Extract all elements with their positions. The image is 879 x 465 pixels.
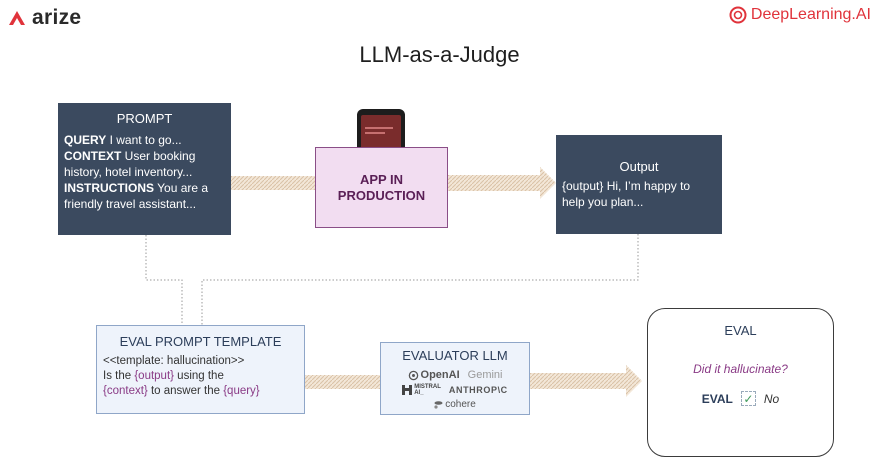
- template-text: using the: [173, 370, 224, 382]
- template-output-var: {output}: [134, 370, 174, 382]
- check-icon: ✓: [740, 391, 756, 406]
- output-title: Output: [619, 159, 659, 174]
- prompt-instructions-line: INSTRUCTIONS You are a friendly travel a…: [64, 180, 225, 212]
- eval-title: EVAL: [724, 323, 757, 338]
- gemini-logo: Gemini: [467, 369, 503, 381]
- template-line-2: Is the {output} using the: [103, 369, 298, 384]
- prompt-query-line: QUERY I want to go...: [64, 132, 225, 148]
- arrow-template-to-evaluator: [305, 375, 380, 389]
- query-text: I want to go...: [106, 133, 182, 147]
- output-box: Output {output} Hi, I’m happy to help yo…: [556, 135, 722, 234]
- app-label-line1: APP IN: [359, 171, 404, 187]
- mistral-blocks-icon: [402, 385, 413, 395]
- template-text: to answer the: [147, 385, 224, 397]
- dotted-output-to-template: [201, 234, 639, 325]
- prompt-title: PROMPT: [116, 111, 173, 126]
- deeplearning-circle-icon: [729, 6, 747, 24]
- instructions-text: You are a friendly travel assistant...: [64, 181, 209, 211]
- arrow-evaluator-to-eval: [530, 365, 642, 397]
- app-in-production-box: APP IN PRODUCTION: [315, 147, 448, 228]
- template-line-3: {context} to answer the {query}: [103, 384, 298, 399]
- arrow-prompt-to-app: [231, 176, 315, 190]
- openai-knot-icon: [408, 370, 418, 380]
- eval-prompt-template-box: EVAL PROMPT TEMPLATE <<template: halluci…: [96, 325, 305, 414]
- mistral-bottom: AI_: [414, 390, 424, 396]
- deeplearning-wordmark: DeepLearning.AI: [750, 6, 871, 23]
- template-query-var: {query}: [223, 385, 260, 397]
- output-var: {output}: [562, 179, 604, 193]
- eval-label: EVAL: [701, 391, 733, 406]
- prompt-box: PROMPT QUERY I want to go... CONTEXT Use…: [58, 103, 231, 235]
- output-text: Hi, I’m happy to help you plan...: [562, 179, 691, 209]
- arize-wordmark: arize: [32, 6, 82, 29]
- dotted-prompt-to-template: [145, 235, 183, 325]
- context-text: User booking history, hotel inventory...: [64, 149, 196, 179]
- phone-icon: [357, 109, 405, 149]
- cohere-wordmark: cohere: [445, 399, 476, 410]
- context-label: CONTEXT: [64, 149, 122, 163]
- arrow-app-to-output: [448, 167, 556, 199]
- app-label-line2: PRODUCTION: [337, 187, 426, 203]
- arize-logo: arize: [8, 6, 81, 30]
- cohere-icon: [434, 400, 443, 409]
- eval-question: Did it hallucinate?: [693, 362, 788, 376]
- mistral-top: MISTRAL: [414, 384, 441, 390]
- cohere-logo: cohere: [434, 399, 476, 410]
- anthropic-logo: ANTHROP\C: [448, 385, 508, 395]
- prompt-context-line: CONTEXT User booking history, hotel inve…: [64, 148, 225, 180]
- eval-result-row: EVAL ✓ No: [648, 391, 833, 406]
- arize-triangle-icon: [9, 11, 25, 25]
- deeplearning-logo: DeepLearning.AI: [729, 6, 871, 24]
- query-label: QUERY: [64, 133, 107, 147]
- eval-value: No: [763, 391, 780, 406]
- instructions-label: INSTRUCTIONS: [64, 181, 154, 195]
- output-text-line: {output} Hi, I’m happy to help you plan.…: [562, 178, 716, 210]
- eval-result-box: EVAL Did it hallucinate? EVAL ✓ No: [647, 308, 834, 457]
- evaluator-title: EVALUATOR LLM: [402, 348, 508, 363]
- openai-wordmark: OpenAI: [420, 369, 460, 381]
- template-title: EVAL PROMPT TEMPLATE: [119, 334, 282, 349]
- page-title: LLM-as-a-Judge: [359, 42, 520, 67]
- openai-logo: OpenAI: [408, 369, 460, 381]
- phone-screen: [361, 115, 401, 149]
- template-text: Is the: [103, 370, 135, 382]
- template-context-var: {context}: [103, 385, 148, 397]
- template-line-1: <<template: hallucination>>: [103, 355, 245, 367]
